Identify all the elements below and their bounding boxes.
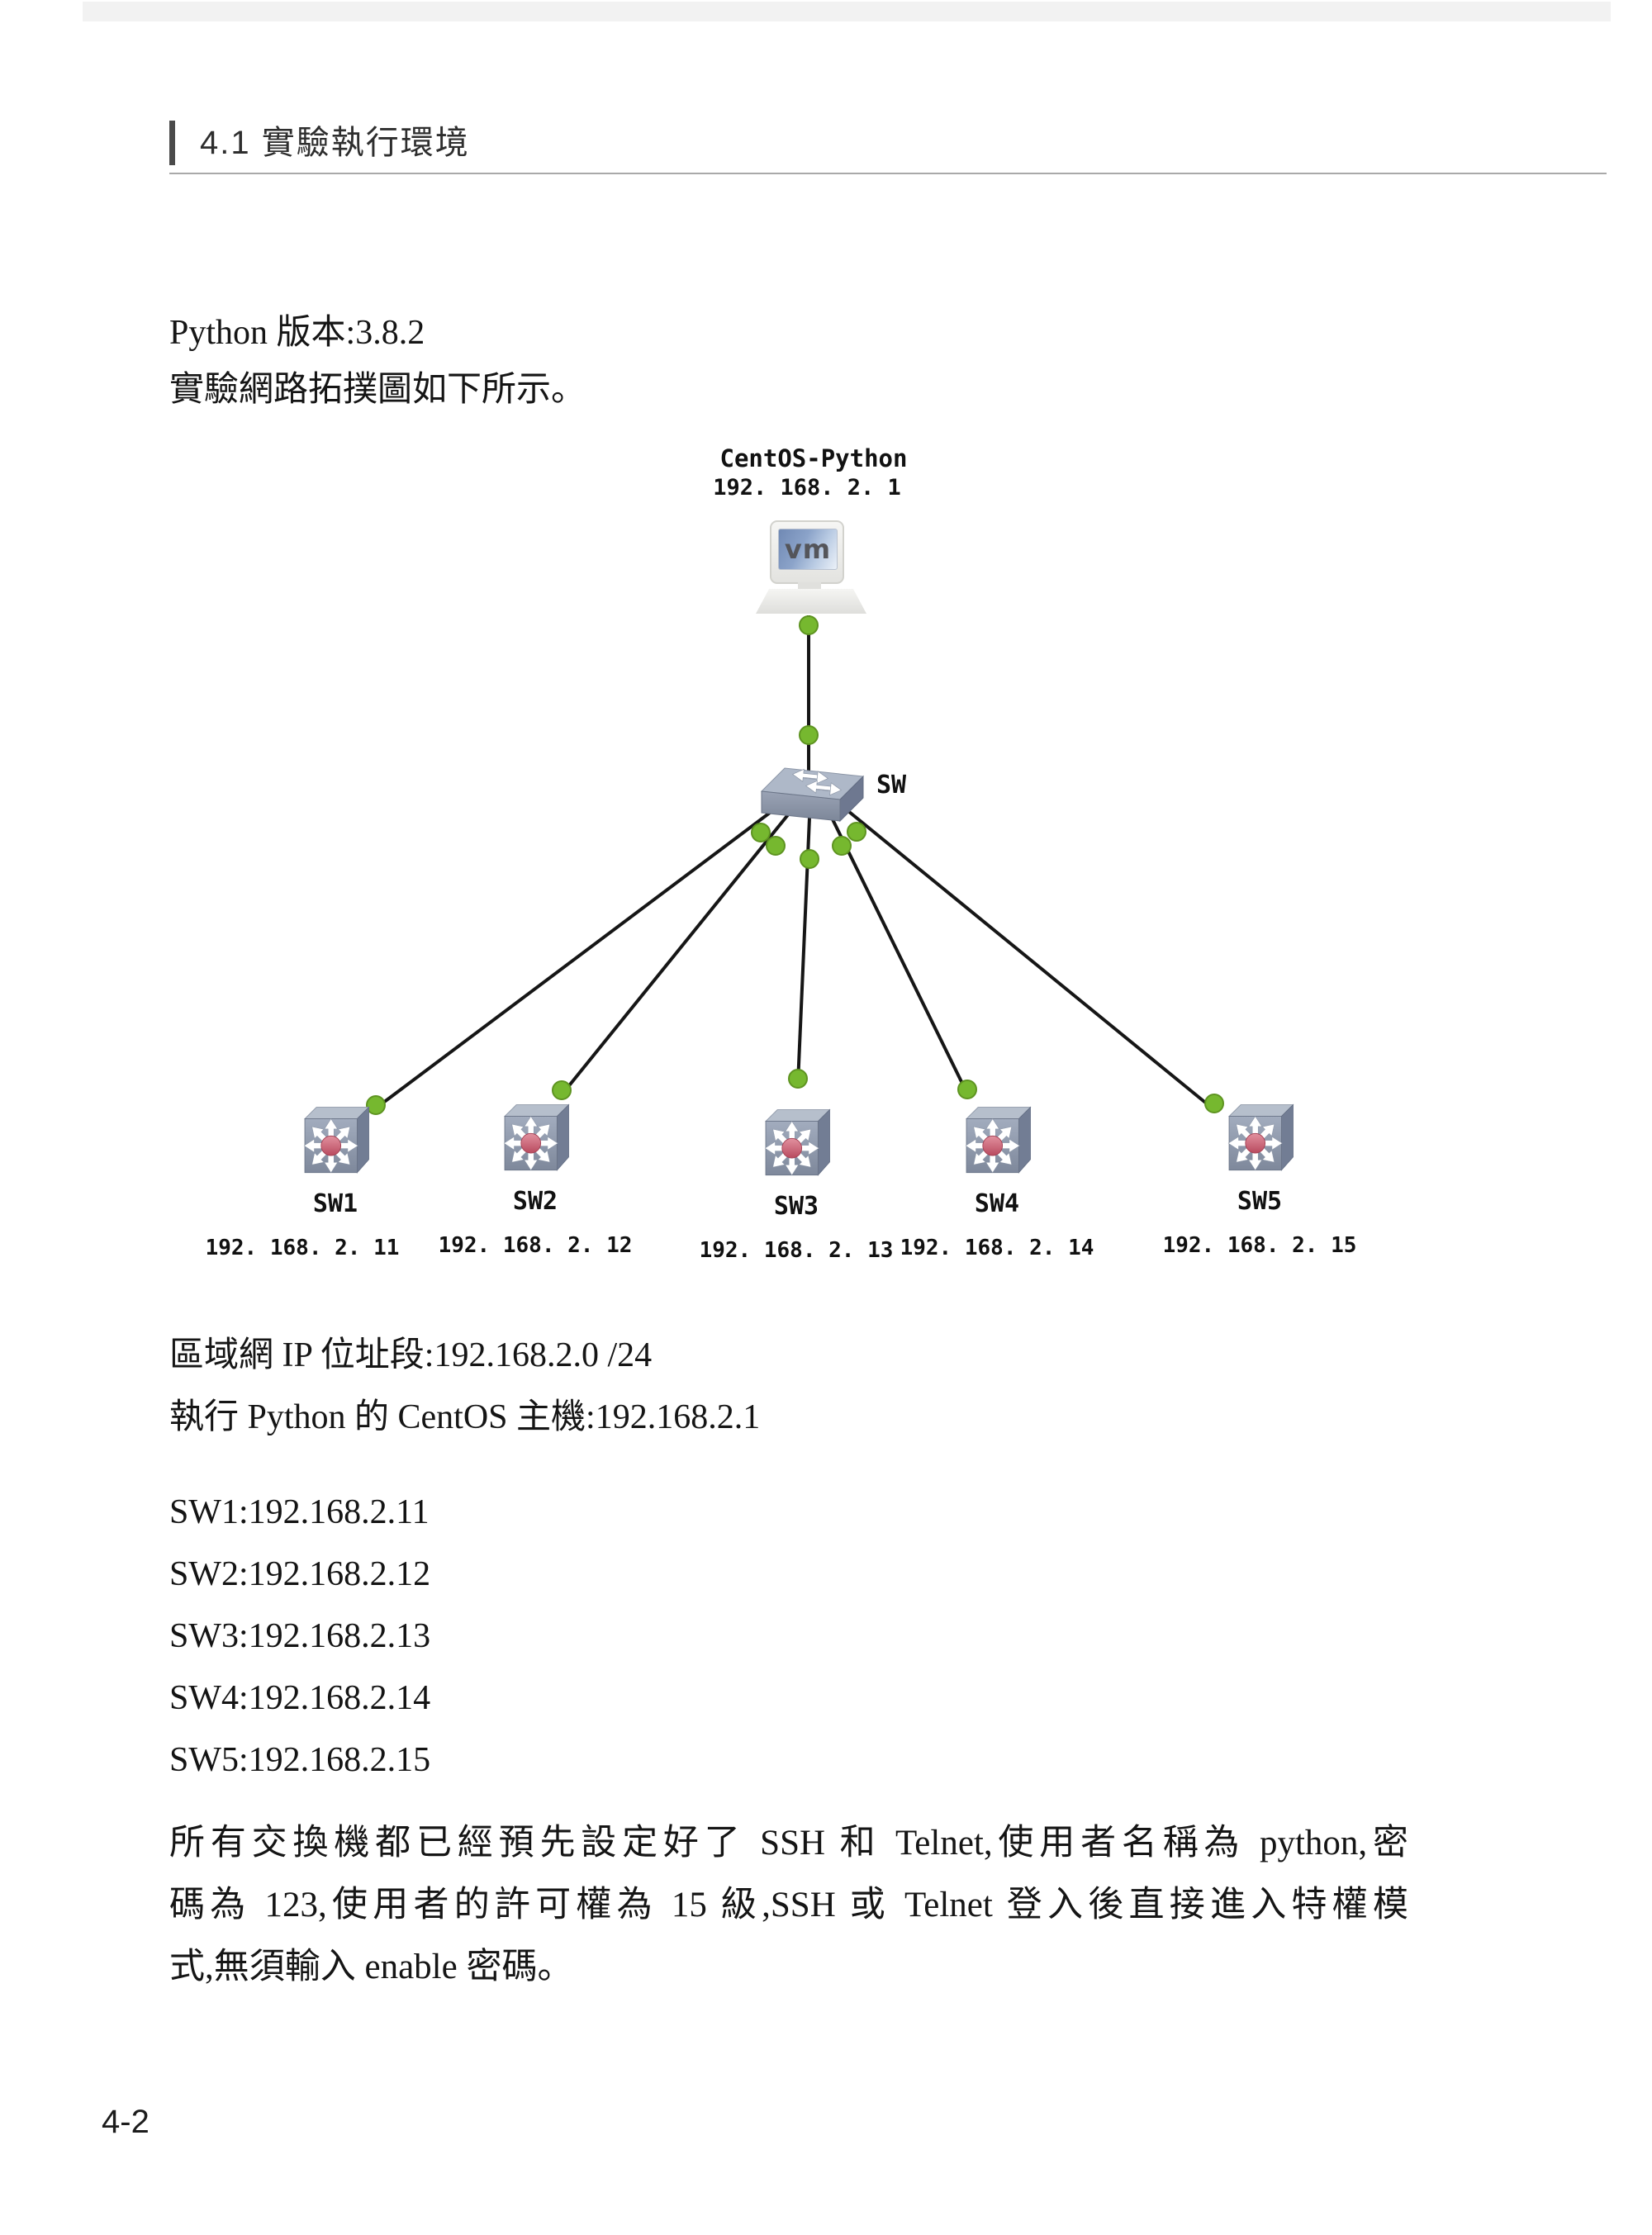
computer-icon: vm [770, 520, 844, 584]
host-ip-label: 192. 168. 2. 1 [713, 475, 901, 501]
multilayer-switch-icon [499, 1102, 572, 1174]
paragraph-line: 碼為 123,使用者的許可權為 15 級,SSH 或 Telnet 登入後直接進… [169, 1886, 1408, 1924]
python-version-text: Python 版本:3.8.2 [169, 314, 425, 352]
switch-list-item: SW2:192.168.2.12 [169, 1555, 431, 1593]
core-switch-icon [760, 767, 865, 823]
section-title: 4.1 實驗執行環境 [200, 125, 470, 161]
switch-name-label: SW4 [974, 1189, 1020, 1218]
core-switch-label: SW [876, 771, 907, 800]
lan-subnet-text: 區域網 IP 位址段:192.168.2.0 /24 [169, 1336, 653, 1374]
switch-list: SW1:192.168.2.11 SW2:192.168.2.12 SW3:19… [169, 1492, 430, 1801]
switch-name-label: SW3 [773, 1192, 819, 1221]
switch-name-label: SW1 [312, 1189, 358, 1218]
switch-list-item: SW5:192.168.2.15 [169, 1741, 431, 1779]
paragraph-line: 式,無須輸入 enable 密碼。 [169, 1948, 573, 1986]
port-status-dots [366, 615, 1224, 1115]
switch-name-label: SW2 [512, 1187, 558, 1216]
multilayer-switch-icon [961, 1104, 1033, 1177]
switch-list-item: SW3:192.168.2.13 [169, 1617, 431, 1655]
vm-logo-text: vm [784, 534, 832, 565]
topology-caption-text: 實驗網路拓撲圖如下所示。 [169, 371, 586, 409]
switch-ip-label: 192. 168. 2. 12 [438, 1233, 633, 1258]
multilayer-switch-icon [760, 1107, 833, 1179]
switch-list-item: SW4:192.168.2.14 [169, 1679, 431, 1717]
paragraph-line: 所有交換機都已經預先設定好了 SSH 和 Telnet,使用者名稱為 pytho… [169, 1824, 1408, 1862]
section-accent-bar [169, 121, 175, 165]
switch-name-label: SW5 [1237, 1187, 1283, 1216]
switch-list-item: SW1:192.168.2.11 [169, 1493, 430, 1531]
link-lines [372, 615, 1214, 1112]
header-divider [169, 173, 1607, 174]
computer-neck [798, 582, 821, 591]
computer-screen: vm [778, 529, 838, 570]
switch-ip-label: 192. 168. 2. 11 [205, 1236, 400, 1260]
switch-ip-label: 192. 168. 2. 13 [699, 1238, 894, 1263]
switch-ip-label: 192. 168. 2. 14 [900, 1236, 1094, 1260]
host-name-label: CentOS-Python [719, 444, 908, 472]
multilayer-switch-icon [299, 1104, 372, 1177]
computer-base [756, 589, 866, 614]
page-number: 4-2 [102, 2104, 150, 2140]
switch-ip-label: 192. 168. 2. 15 [1162, 1233, 1357, 1258]
multilayer-switch-icon [1223, 1102, 1296, 1174]
centos-host-text: 執行 Python 的 CentOS 主機:192.168.2.1 [169, 1398, 761, 1436]
body-paragraph: 所有交換機都已經預先設定好了 SSH 和 Telnet,使用者名稱為 pytho… [169, 1812, 1408, 1998]
scan-artifact-bar [83, 2, 1611, 21]
